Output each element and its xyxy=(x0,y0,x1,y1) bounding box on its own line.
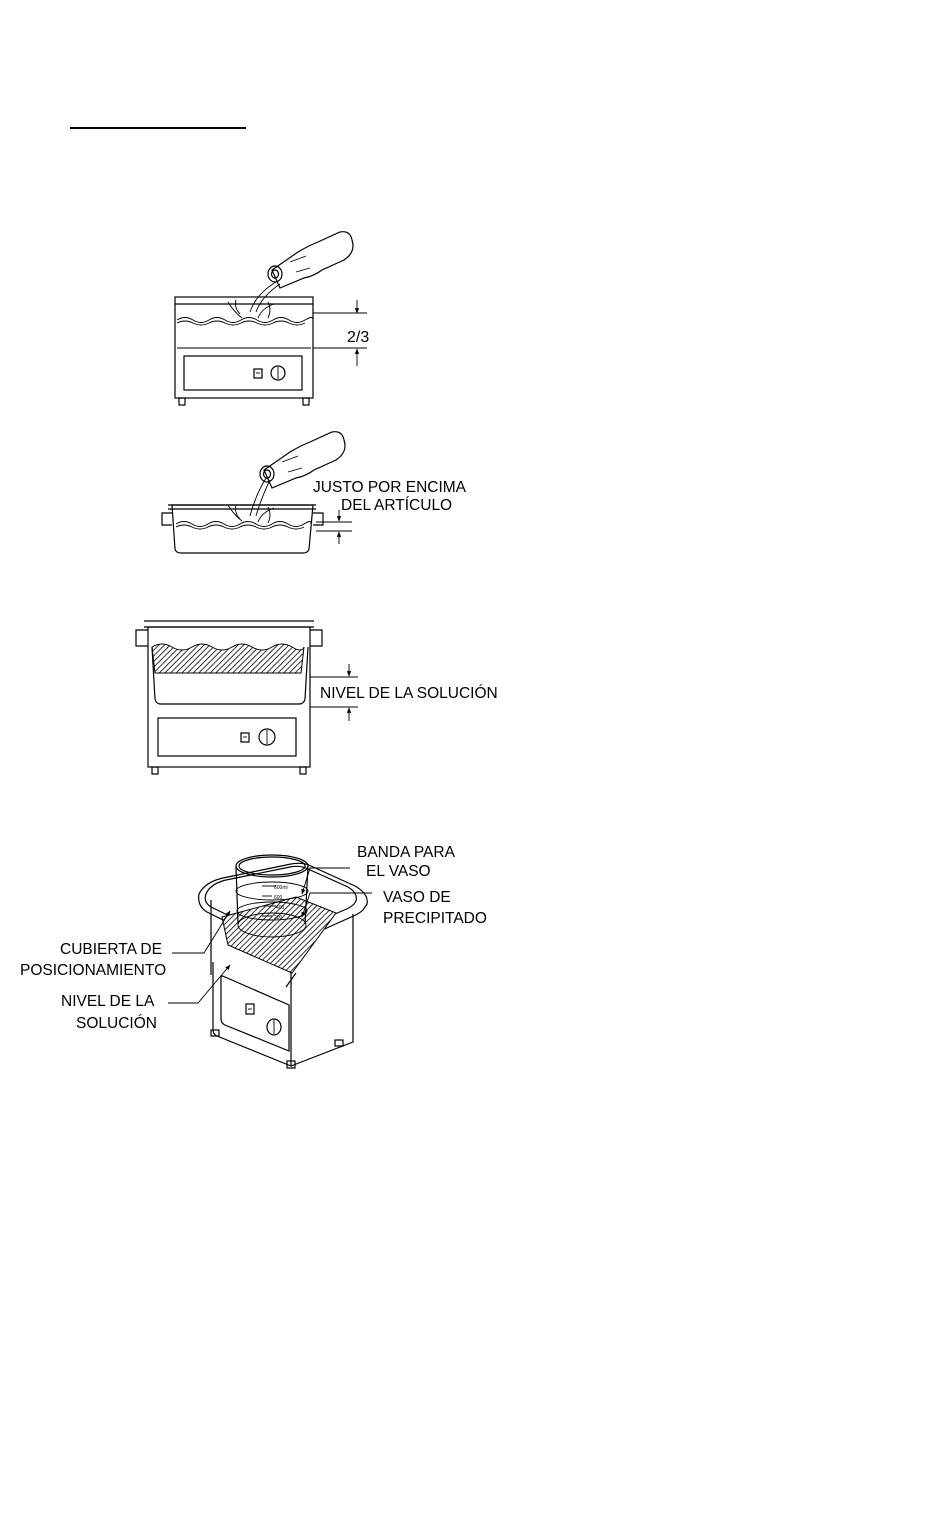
above-item-label-line1: JUSTO POR ENCIMA xyxy=(313,479,467,496)
solution-level-label-line2: SOLUCIÓN xyxy=(76,1015,157,1032)
beaker-mark: 600 xyxy=(274,895,283,901)
beaker-band-label-line2: EL VASO xyxy=(366,863,431,880)
beaker-label-line1: VASO DE xyxy=(383,889,451,906)
figure-fill-above-item: JUSTO POR ENCIMA DEL ARTÍCULO xyxy=(162,432,467,553)
positioning-cover-label-line2: POSICIONAMIENTO xyxy=(20,962,166,979)
power-switch-icon xyxy=(241,733,249,742)
power-switch-icon xyxy=(254,369,262,378)
solution-level-label-line1: NIVEL DE LA xyxy=(61,993,155,1010)
figure-fill-two-thirds: 2/3 xyxy=(175,232,369,405)
beaker-mark: 400 xyxy=(276,905,285,911)
above-item-label-line2: DEL ARTÍCULO xyxy=(341,497,452,514)
positioning-cover-label-line1: CUBIERTA DE xyxy=(60,941,162,958)
solution-level-label: NIVEL DE LA SOLUCIÓN xyxy=(320,685,498,702)
beaker-mark: 600ml xyxy=(274,885,288,891)
beaker-band-label-line1: BANDA PARA xyxy=(357,844,456,861)
figure-solution-level: NIVEL DE LA SOLUCIÓN xyxy=(136,621,498,774)
bottle-icon xyxy=(268,232,353,288)
beaker-mark: 200 xyxy=(274,915,283,921)
level-label: 2/3 xyxy=(347,329,369,346)
beaker-label-line2: PRECIPITADO xyxy=(383,910,487,927)
figure-beaker-setup: 600ml 600 400 200 BANDA PARA EL VASO VAS… xyxy=(20,844,487,1068)
